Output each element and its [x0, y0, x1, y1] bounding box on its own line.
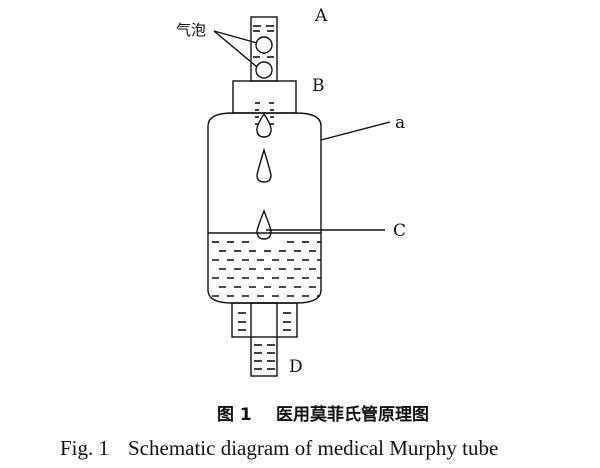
chamber-pointer [320, 121, 391, 141]
label-a-upper: A [314, 6, 328, 26]
top-cap-b [232, 80, 297, 114]
bubble-pointer-lower [213, 30, 258, 68]
caption-en-number: Fig. 1 [60, 436, 109, 460]
caption-en-title: Schematic diagram of medical Murphy tube [128, 436, 498, 460]
label-d: D [289, 357, 303, 377]
label-c: C [393, 221, 406, 241]
bubble-lower [255, 61, 273, 79]
caption-cn-number: 图 1 [217, 405, 252, 425]
caption-cn-title: 医用莫菲氏管原理图 [276, 404, 429, 425]
label-b: B [312, 76, 325, 96]
chamber-liquid [208, 232, 321, 297]
outlet-tube-d [250, 302, 278, 377]
drop-surface [256, 209, 272, 240]
drop-forming [256, 112, 272, 138]
bottom-cap-fluid [238, 312, 291, 331]
drip-chamber-a [207, 112, 322, 304]
bubble-upper [255, 36, 273, 54]
bottom-cap [231, 302, 298, 338]
bubbles-label: 气泡 [176, 21, 206, 39]
label-a-chamber: a [395, 113, 405, 133]
bubble-pointer-upper [213, 30, 258, 44]
inlet-tube-a-fluid [253, 25, 274, 58]
dropper-fluid [255, 102, 274, 125]
drop-falling [256, 147, 272, 183]
outlet-tube-fluid [254, 344, 275, 370]
